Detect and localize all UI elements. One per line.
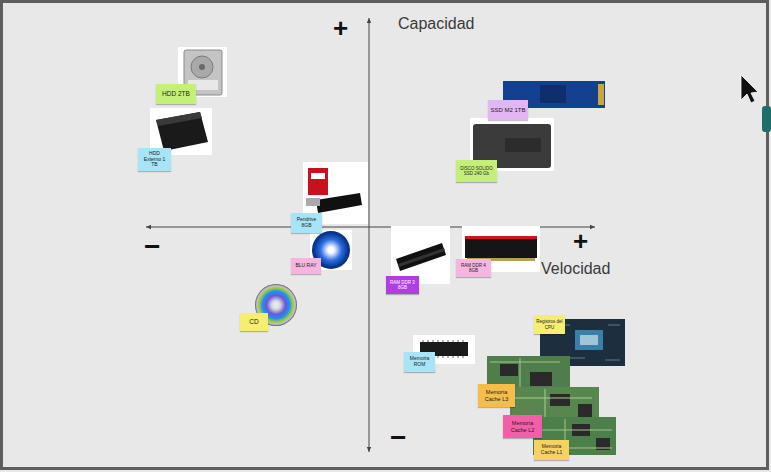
axis-title: Capacidad — [398, 16, 475, 32]
note-text: RAM DDR 3 8GB — [388, 280, 417, 290]
sticky-note: BLU RAY — [291, 258, 321, 274]
cache-l2-picture-part — [578, 404, 592, 418]
sticky-note: Pendrive 8GB — [291, 213, 322, 233]
mouse-cursor — [741, 75, 758, 103]
sticky-note: Memoria ROM — [404, 352, 435, 372]
hdd-picture-part — [199, 64, 205, 70]
cache-l1-picture-part — [533, 417, 616, 455]
axis-sign: − — [390, 424, 406, 452]
note-text: DISCO SOLIDO SSD 240 Gb — [458, 166, 495, 176]
sticky-note: Memoria Cache L2 — [503, 415, 542, 438]
external-hdd-picture-part — [156, 112, 202, 126]
axis-part — [369, 18, 370, 452]
cache-l3-picture-part — [530, 372, 552, 386]
cache-l1-picture — [533, 417, 616, 455]
note-text: CD — [249, 318, 258, 325]
sticky-note: HDD 2TB — [156, 84, 196, 104]
cpu-picture-part — [575, 330, 603, 350]
note-text: Registros del CPU — [536, 319, 563, 329]
bluray-picture-part — [328, 247, 334, 253]
ssd-picture-part — [505, 138, 541, 152]
cache-l3-picture-part — [500, 364, 518, 376]
note-text: Memoria ROM — [406, 356, 433, 368]
ram-ddr4-picture-part — [465, 236, 537, 258]
cpu-picture-part — [580, 335, 598, 345]
note-text: Memoria Cache L3 — [480, 389, 513, 402]
note-text: HDD Externo 1 TB — [140, 151, 169, 168]
ram-ddr3-picture-part — [398, 248, 445, 267]
sticky-note: SSD M2 1TB — [488, 100, 528, 120]
note-text: BLU RAY — [295, 263, 316, 269]
sticky-note: Memoria Cache L3 — [478, 384, 515, 407]
pendrive-picture-part — [308, 168, 328, 195]
note-text: HDD 2TB — [162, 90, 190, 97]
note-text: RAM DDR 4 8GB — [458, 263, 489, 273]
sticky-note: CD — [240, 313, 268, 331]
sticky-note: RAM DDR 4 8GB — [456, 259, 491, 277]
sticky-note: HDD Externo 1 TB — [138, 148, 171, 171]
cache-l2-picture-part — [550, 394, 570, 406]
pendrive-picture-part — [316, 193, 362, 213]
ssd-m2-picture-part — [598, 84, 604, 105]
sticky-note: Memoria Cache L1 — [534, 440, 569, 460]
hdd-picture-part — [191, 56, 213, 78]
mouse-cursor-part — [741, 75, 758, 103]
external-hdd-picture-part — [156, 112, 208, 151]
sticky-note: Registros del CPU — [534, 315, 565, 334]
pendrive-picture-part — [306, 198, 320, 206]
axis-title: Velocidad — [541, 261, 610, 277]
cd-picture-part — [273, 302, 279, 308]
sticky-note: DISCO SOLIDO SSD 240 Gb — [456, 160, 497, 182]
pendrive-picture-part — [311, 173, 325, 179]
axis-sign: + — [573, 228, 588, 254]
note-text: Memoria Cache L2 — [505, 420, 540, 433]
axis-sign: + — [333, 15, 348, 41]
note-text: SSD M2 1TB — [490, 107, 525, 114]
sticky-note: RAM DDR 3 8GB — [386, 276, 419, 294]
note-text: Pendrive 8GB — [293, 217, 320, 229]
note-text: Memoria Cache L1 — [536, 444, 567, 456]
axis-sign: − — [144, 233, 160, 261]
frame-part — [762, 106, 771, 132]
ssd-m2-picture-part — [540, 85, 566, 103]
ram-ddr3-picture-part — [396, 243, 446, 271]
ram-ddr4-picture-part — [465, 236, 537, 239]
